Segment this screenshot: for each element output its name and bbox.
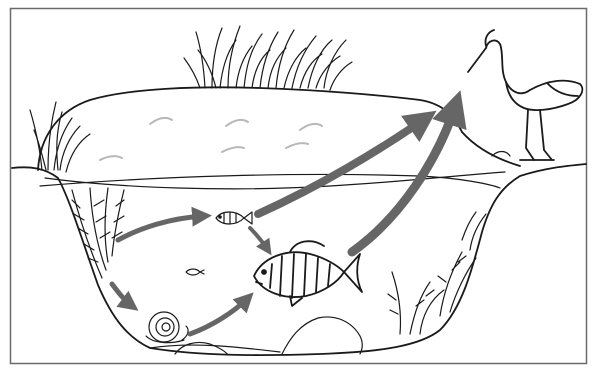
striped-fish-icon xyxy=(254,241,362,306)
arrow-small-fish-to-large-fish xyxy=(250,228,268,250)
heron-icon xyxy=(468,30,582,160)
shore-ripples xyxy=(100,118,322,160)
reed-grass-icon xyxy=(184,26,352,90)
arrow-snail-to-large-fish xyxy=(190,298,248,334)
zooplankton-icon xyxy=(186,269,204,275)
aquatic-plant-right-icon xyxy=(388,212,486,334)
far-water-line xyxy=(40,174,500,188)
snail-icon xyxy=(146,312,188,343)
arrow-plant-to-small-fish xyxy=(118,216,204,240)
energy-flow-arrows xyxy=(112,104,456,334)
rock-center xyxy=(282,317,362,354)
small-fish-icon xyxy=(216,212,252,224)
frame-border xyxy=(11,9,587,364)
arrow-plant-to-snail xyxy=(112,284,132,306)
